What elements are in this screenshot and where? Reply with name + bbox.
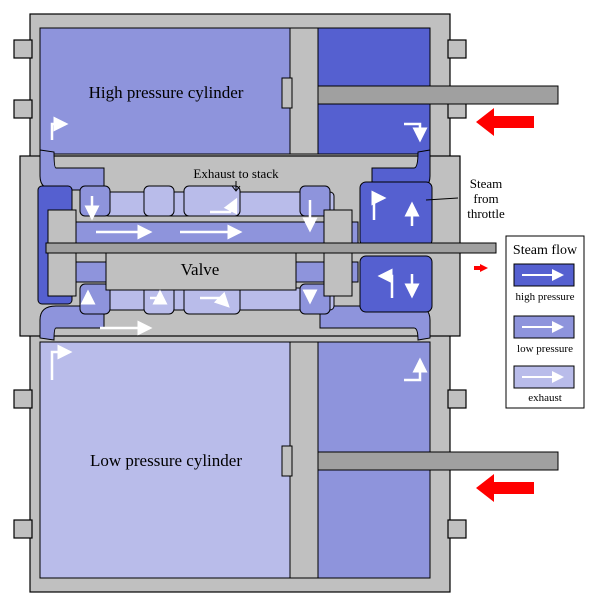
valve-label: Valve [181,260,220,279]
high-pressure-cylinder-label: High pressure cylinder [89,83,244,102]
high-pressure-piston-rod [317,85,559,105]
high-pressure-piston [289,27,319,155]
steam-label-line2: from [473,191,498,206]
low-pressure-cylinder-label: Low pressure cylinder [90,451,242,470]
steam-label-line1: Steam [470,176,503,191]
flow-arrows [50,116,428,382]
low-pressure-piston-rod [317,451,559,471]
exhaust-leader-arrowhead [231,185,241,192]
valve-spool [105,249,297,291]
high-pressure-motion-arrow [476,108,534,136]
low-pressure-piston [289,341,319,579]
valve-chest [37,181,497,315]
legend-label-high-pressure: high pressure [516,291,575,303]
piston-motion-arrows [474,108,534,502]
steam-leader-line [425,197,459,201]
valve-rod [45,242,497,254]
legend-label-exhaust: exhaust [528,392,562,404]
high-pressure-cylinder [39,27,559,155]
exhaust-label: Exhaust to stack [193,166,279,181]
legend: Steam flow high pressure low pressure ex… [505,235,585,409]
valve-motion-arrow [474,264,488,272]
legend-label-low-pressure: low pressure [517,343,573,355]
steam-label-line3: throttle [467,206,505,221]
low-pressure-motion-arrow [476,474,534,502]
low-pressure-cylinder [39,341,559,579]
legend-title: Steam flow [513,243,578,258]
